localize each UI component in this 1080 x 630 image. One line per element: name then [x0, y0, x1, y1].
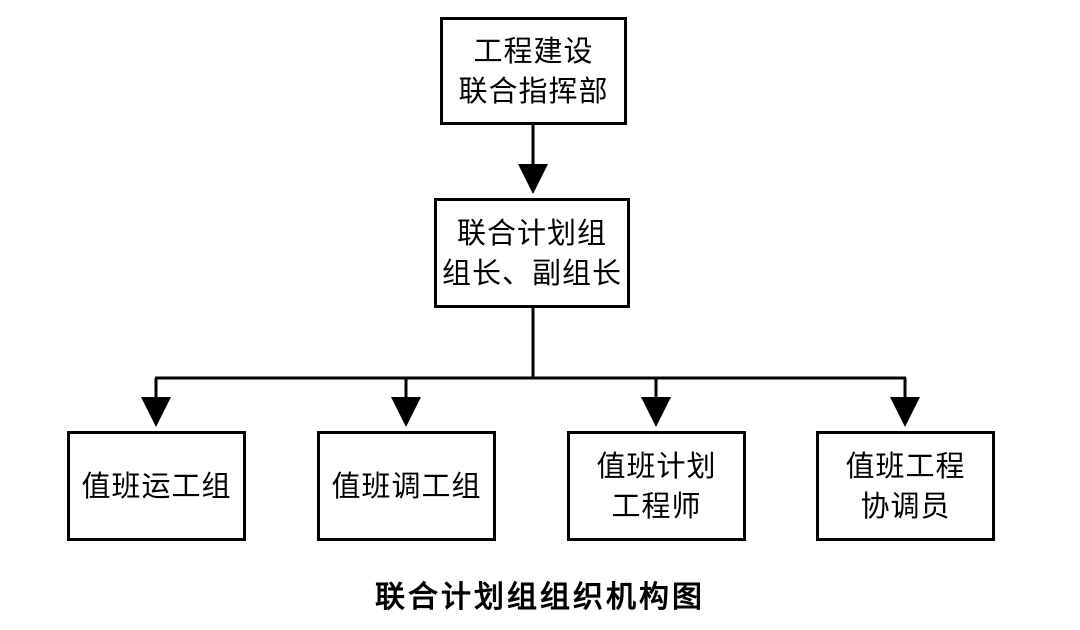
diagram-caption: 联合计划组组织机构图	[375, 580, 705, 615]
node-duty-planning-engineer: 值班计划 工程师	[567, 431, 746, 541]
node-duty-ops-team-line1: 值班运工组	[81, 469, 232, 503]
node-joint-command-line2: 联合指挥部	[458, 74, 609, 108]
node-joint-planning-group-line2: 组长、副组长	[441, 256, 622, 290]
node-duty-dispatch-team: 值班调工组	[317, 431, 496, 541]
node-duty-engineering-coordinator-line1: 值班工程	[845, 449, 966, 483]
node-duty-planning-engineer-line2: 工程师	[611, 489, 702, 523]
node-duty-engineering-coordinator-line2: 协调员	[860, 489, 951, 523]
node-joint-planning-group-line1: 联合计划组	[456, 216, 607, 250]
node-duty-planning-engineer-line1: 值班计划	[596, 449, 717, 483]
node-duty-ops-team: 值班运工组	[67, 431, 246, 541]
node-duty-dispatch-team-line1: 值班调工组	[331, 469, 482, 503]
node-duty-engineering-coordinator: 值班工程 协调员	[816, 431, 995, 541]
node-joint-planning-group: 联合计划组 组长、副组长	[434, 198, 630, 308]
node-joint-command-line1: 工程建设	[473, 34, 594, 68]
node-joint-command: 工程建设 联合指挥部	[440, 17, 627, 125]
